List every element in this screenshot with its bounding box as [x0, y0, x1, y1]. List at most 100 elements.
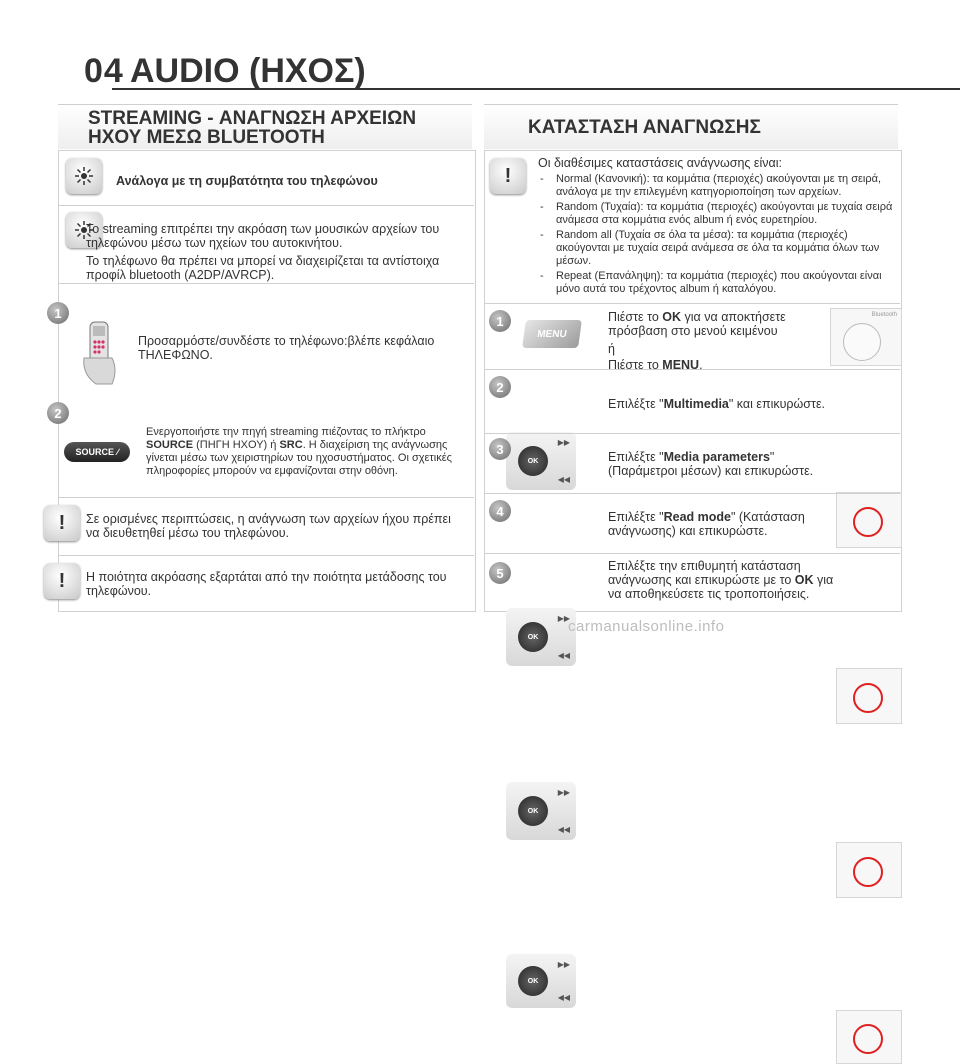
read-modes-intro: Οι διαθέσιμες καταστάσεις ανάγνωσης είνα…: [538, 156, 783, 170]
s3-text-a: Επιλέξτε ": [608, 450, 664, 464]
menu-button[interactable]: MENU: [522, 320, 582, 348]
previous-icon: ◀◀: [557, 475, 570, 484]
divider: [58, 555, 474, 556]
step-number: 4: [489, 500, 511, 522]
s4-text-b: " (Κατάσταση ανάγνωσης) και επικυρώστε.: [608, 510, 805, 538]
ok-button[interactable]: OK: [518, 966, 548, 996]
bluetooth-label: Bluetooth: [871, 312, 897, 318]
highlight-circle: [853, 683, 883, 713]
streaming-info: Το streaming επιτρέπει την ακρόαση των μ…: [86, 222, 458, 282]
read-mode-item: Random (Τυχαία): τα κομμάτια (περιοχές) …: [538, 201, 894, 227]
read-mode-item: Normal (Κανονική): τα κομμάτια (περιοχές…: [538, 173, 894, 199]
step-number: 3: [489, 438, 511, 460]
ok-keyword: OK: [662, 310, 682, 324]
right-section-banner: ΚΑΤΑΣΤΑΣΗ ΑΝΑΓΝΩΣΗΣ: [484, 104, 898, 149]
step-number: 1: [47, 302, 69, 324]
step-number: 5: [489, 562, 511, 584]
left-section-title-line1: STREAMING - ΑΝΑΓΝΩΣΗ ΑΡΧΕΙΩΝ: [88, 108, 417, 129]
next-icon: ▶▶: [557, 614, 570, 623]
media-parameters-keyword: Media parameters: [663, 450, 770, 464]
next-icon: ▶▶: [557, 788, 570, 797]
right-step1-text: Πιέστε το OK για να αποκτήσετε πρόσβαση …: [608, 310, 816, 372]
radio-faceplate-image: [836, 492, 902, 548]
step2-text-a: Ενεργοποιήστε την πηγή streaming πιέζοντ…: [146, 426, 426, 438]
divider: [58, 497, 474, 498]
step2-text-b: (ΠΗΓΗ ΗΧΟΥ) ή: [196, 439, 277, 451]
highlight-circle: [853, 507, 883, 537]
read-mode-keyword: Read mode: [663, 510, 731, 524]
title-rule: [112, 88, 960, 90]
menu-keyword: MENU: [662, 358, 700, 372]
read-mode-item: Repeat (Επανάληψη): τα κομμάτια (περιοχέ…: [538, 270, 894, 296]
divider: [484, 369, 900, 370]
multimedia-keyword: Multimedia: [663, 397, 729, 411]
s5-text-b: για να αποθηκεύσετε τις τροποποιήσεις.: [608, 573, 834, 601]
ok-button[interactable]: OK: [518, 796, 548, 826]
step-number: 2: [47, 402, 69, 424]
divider: [484, 433, 900, 434]
s1-dot: .: [699, 358, 703, 372]
highlight-circle: [853, 857, 883, 887]
right-step3-text: Επιλέξτε "Media parameters" (Παράμετροι …: [608, 450, 826, 478]
warning-icon: !: [490, 158, 526, 194]
menu-button-label: MENU: [536, 328, 568, 340]
divider: [484, 553, 900, 554]
src-keyword: SRC: [279, 439, 303, 451]
ok-knob-image: OK ▶▶ ◀◀: [506, 432, 576, 490]
read-mode-item: Random all (Τυχαία σε όλα τα μέσα): τα κ…: [538, 229, 894, 268]
read-modes-block: Οι διαθέσιμες καταστάσεις ανάγνωσης είνα…: [538, 156, 894, 298]
warning-icon: !: [44, 505, 80, 541]
radio-faceplate-image: [836, 842, 902, 898]
ok-knob-image: OK ▶▶ ◀◀: [506, 954, 576, 1008]
divider: [484, 303, 900, 304]
bulb-icon: [66, 158, 102, 194]
watermark: carmanualsonline.info: [568, 618, 725, 635]
s3-text-b: " (Παράμετροι μέσων) και επικυρώστε.: [608, 450, 814, 478]
right-step2-text: Επιλέξτε "Multimedia" και επικυρώστε.: [608, 397, 825, 411]
streaming-info-p2: Το τηλέφωνο θα πρέπει να μπορεί να διαχε…: [86, 254, 440, 282]
step2-text: Ενεργοποιήστε την πηγή streaming πιέζοντ…: [146, 426, 464, 478]
next-icon: ▶▶: [557, 438, 570, 447]
warning-icon: !: [44, 563, 80, 599]
ok-knob-image: OK ▶▶ ◀◀: [506, 782, 576, 840]
chapter-number: 04: [84, 52, 124, 90]
s1-text-b: για να αποκτήσετε πρόσβαση στο μενού κει…: [608, 310, 786, 338]
radio-faceplate-image: Bluetooth: [830, 308, 902, 366]
s1-or: ή: [608, 342, 615, 356]
right-step4-text: Επιλέξτε "Read mode" (Κατάσταση ανάγνωση…: [608, 510, 826, 538]
streaming-info-p1: Το streaming επιτρέπει την ακρόαση των μ…: [86, 222, 440, 250]
compat-note: Ανάλογα με τη συμβατότητα του τηλεφώνου: [116, 174, 378, 188]
bulb-icon: [66, 212, 102, 248]
s2-text-b: " και επικυρώστε.: [728, 397, 826, 411]
s5-text-a: Επιλέξτε την επιθυμητή κατάσταση ανάγνωσ…: [608, 559, 801, 587]
warning-text-2: Η ποιότητα ακρόασης εξαρτάται από την πο…: [86, 570, 447, 598]
previous-icon: ◀◀: [557, 993, 570, 1002]
ok-keyword: OK: [794, 573, 814, 587]
read-modes-list: Normal (Κανονική): τα κομμάτια (περιοχές…: [538, 173, 894, 296]
previous-icon: ◀◀: [557, 825, 570, 834]
step-number: 1: [489, 310, 511, 332]
divider: [58, 205, 474, 206]
left-section-banner: STREAMING - ΑΝΑΓΝΩΣΗ ΑΡΧΕΙΩΝ ΗΧΟΥ ΜΕΣΩ B…: [58, 104, 472, 149]
s1-text-a: Πιέστε το: [608, 310, 659, 324]
radio-faceplate-image: [836, 668, 902, 724]
ok-button[interactable]: OK: [518, 446, 548, 476]
s4-text-a: Επιλέξτε ": [608, 510, 664, 524]
radio-knob-icon: [843, 323, 881, 361]
divider: [58, 283, 474, 284]
ok-button[interactable]: OK: [518, 622, 548, 652]
previous-icon: ◀◀: [557, 651, 570, 660]
step-number: 2: [489, 376, 511, 398]
right-panel: [484, 150, 902, 612]
step2-text-c: . Η διαχείριση της ανάγνωσης γίνεται μέσ…: [146, 439, 452, 477]
ok-knob-image: OK ▶▶ ◀◀: [506, 608, 576, 666]
phone-in-hand-icon: [78, 318, 122, 388]
source-button[interactable]: SOURCE∕: [64, 442, 130, 462]
highlight-circle: [853, 1024, 883, 1054]
radio-faceplate-image: [836, 1010, 902, 1064]
right-step5-text: Επιλέξτε την επιθυμητή κατάσταση ανάγνωσ…: [608, 559, 840, 601]
s1-text-c: Πιέστε το: [608, 358, 659, 372]
divider: [484, 493, 900, 494]
warning-text-1: Σε ορισμένες περιπτώσεις, η ανάγνωση των…: [86, 512, 451, 540]
left-section-title-line2: ΗΧΟΥ ΜΕΣΩ BLUETOOTH: [88, 127, 325, 148]
